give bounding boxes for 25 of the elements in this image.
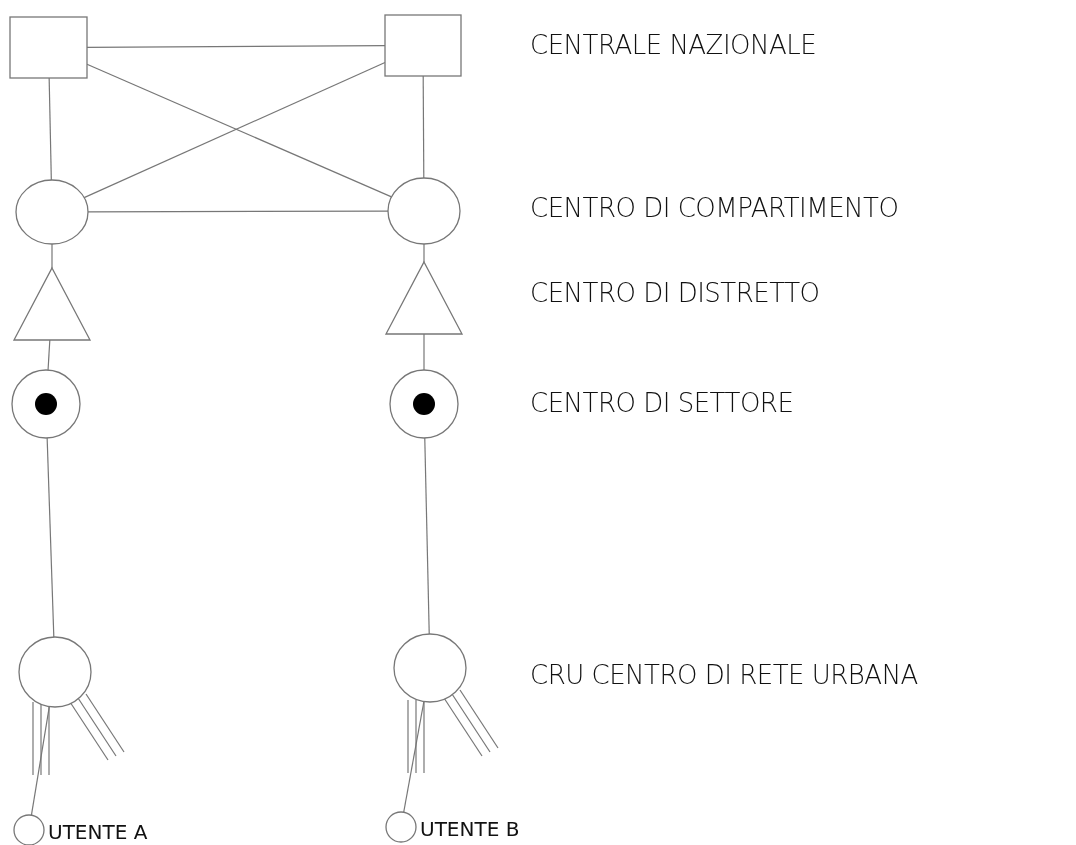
connector-line: [424, 437, 430, 635]
connector-line: [47, 339, 51, 371]
connector-line: [51, 243, 53, 269]
level-label: CENTRALE NAZIONALE: [530, 30, 817, 60]
connector-line: [48, 77, 52, 181]
square-node: [385, 15, 461, 76]
square-node: [10, 17, 87, 78]
level-label: CRU CENTRO DI RETE URBANA: [530, 660, 918, 690]
node-caption: UTENTE B: [420, 816, 520, 841]
level-label: CENTRO DI DISTRETTO: [530, 278, 820, 308]
circle-node: [394, 634, 466, 702]
level-label: CENTRO DI SETTORE: [530, 388, 794, 418]
connector-line: [46, 437, 55, 638]
connector-line: [423, 243, 425, 263]
circle-node: [16, 180, 88, 244]
triangle-node: [386, 262, 462, 334]
dotted-circle-node: [12, 370, 80, 438]
node-caption: UTENTE A: [48, 819, 148, 844]
triangle-node: [14, 268, 90, 340]
dotted-circle-node: [390, 370, 458, 438]
connector-line: [422, 75, 425, 179]
circle-node: [19, 637, 91, 707]
level-label: CENTRO DI COMPARTIMENTO: [530, 193, 899, 223]
circle-node: [388, 178, 460, 244]
connector-line: [423, 333, 425, 371]
